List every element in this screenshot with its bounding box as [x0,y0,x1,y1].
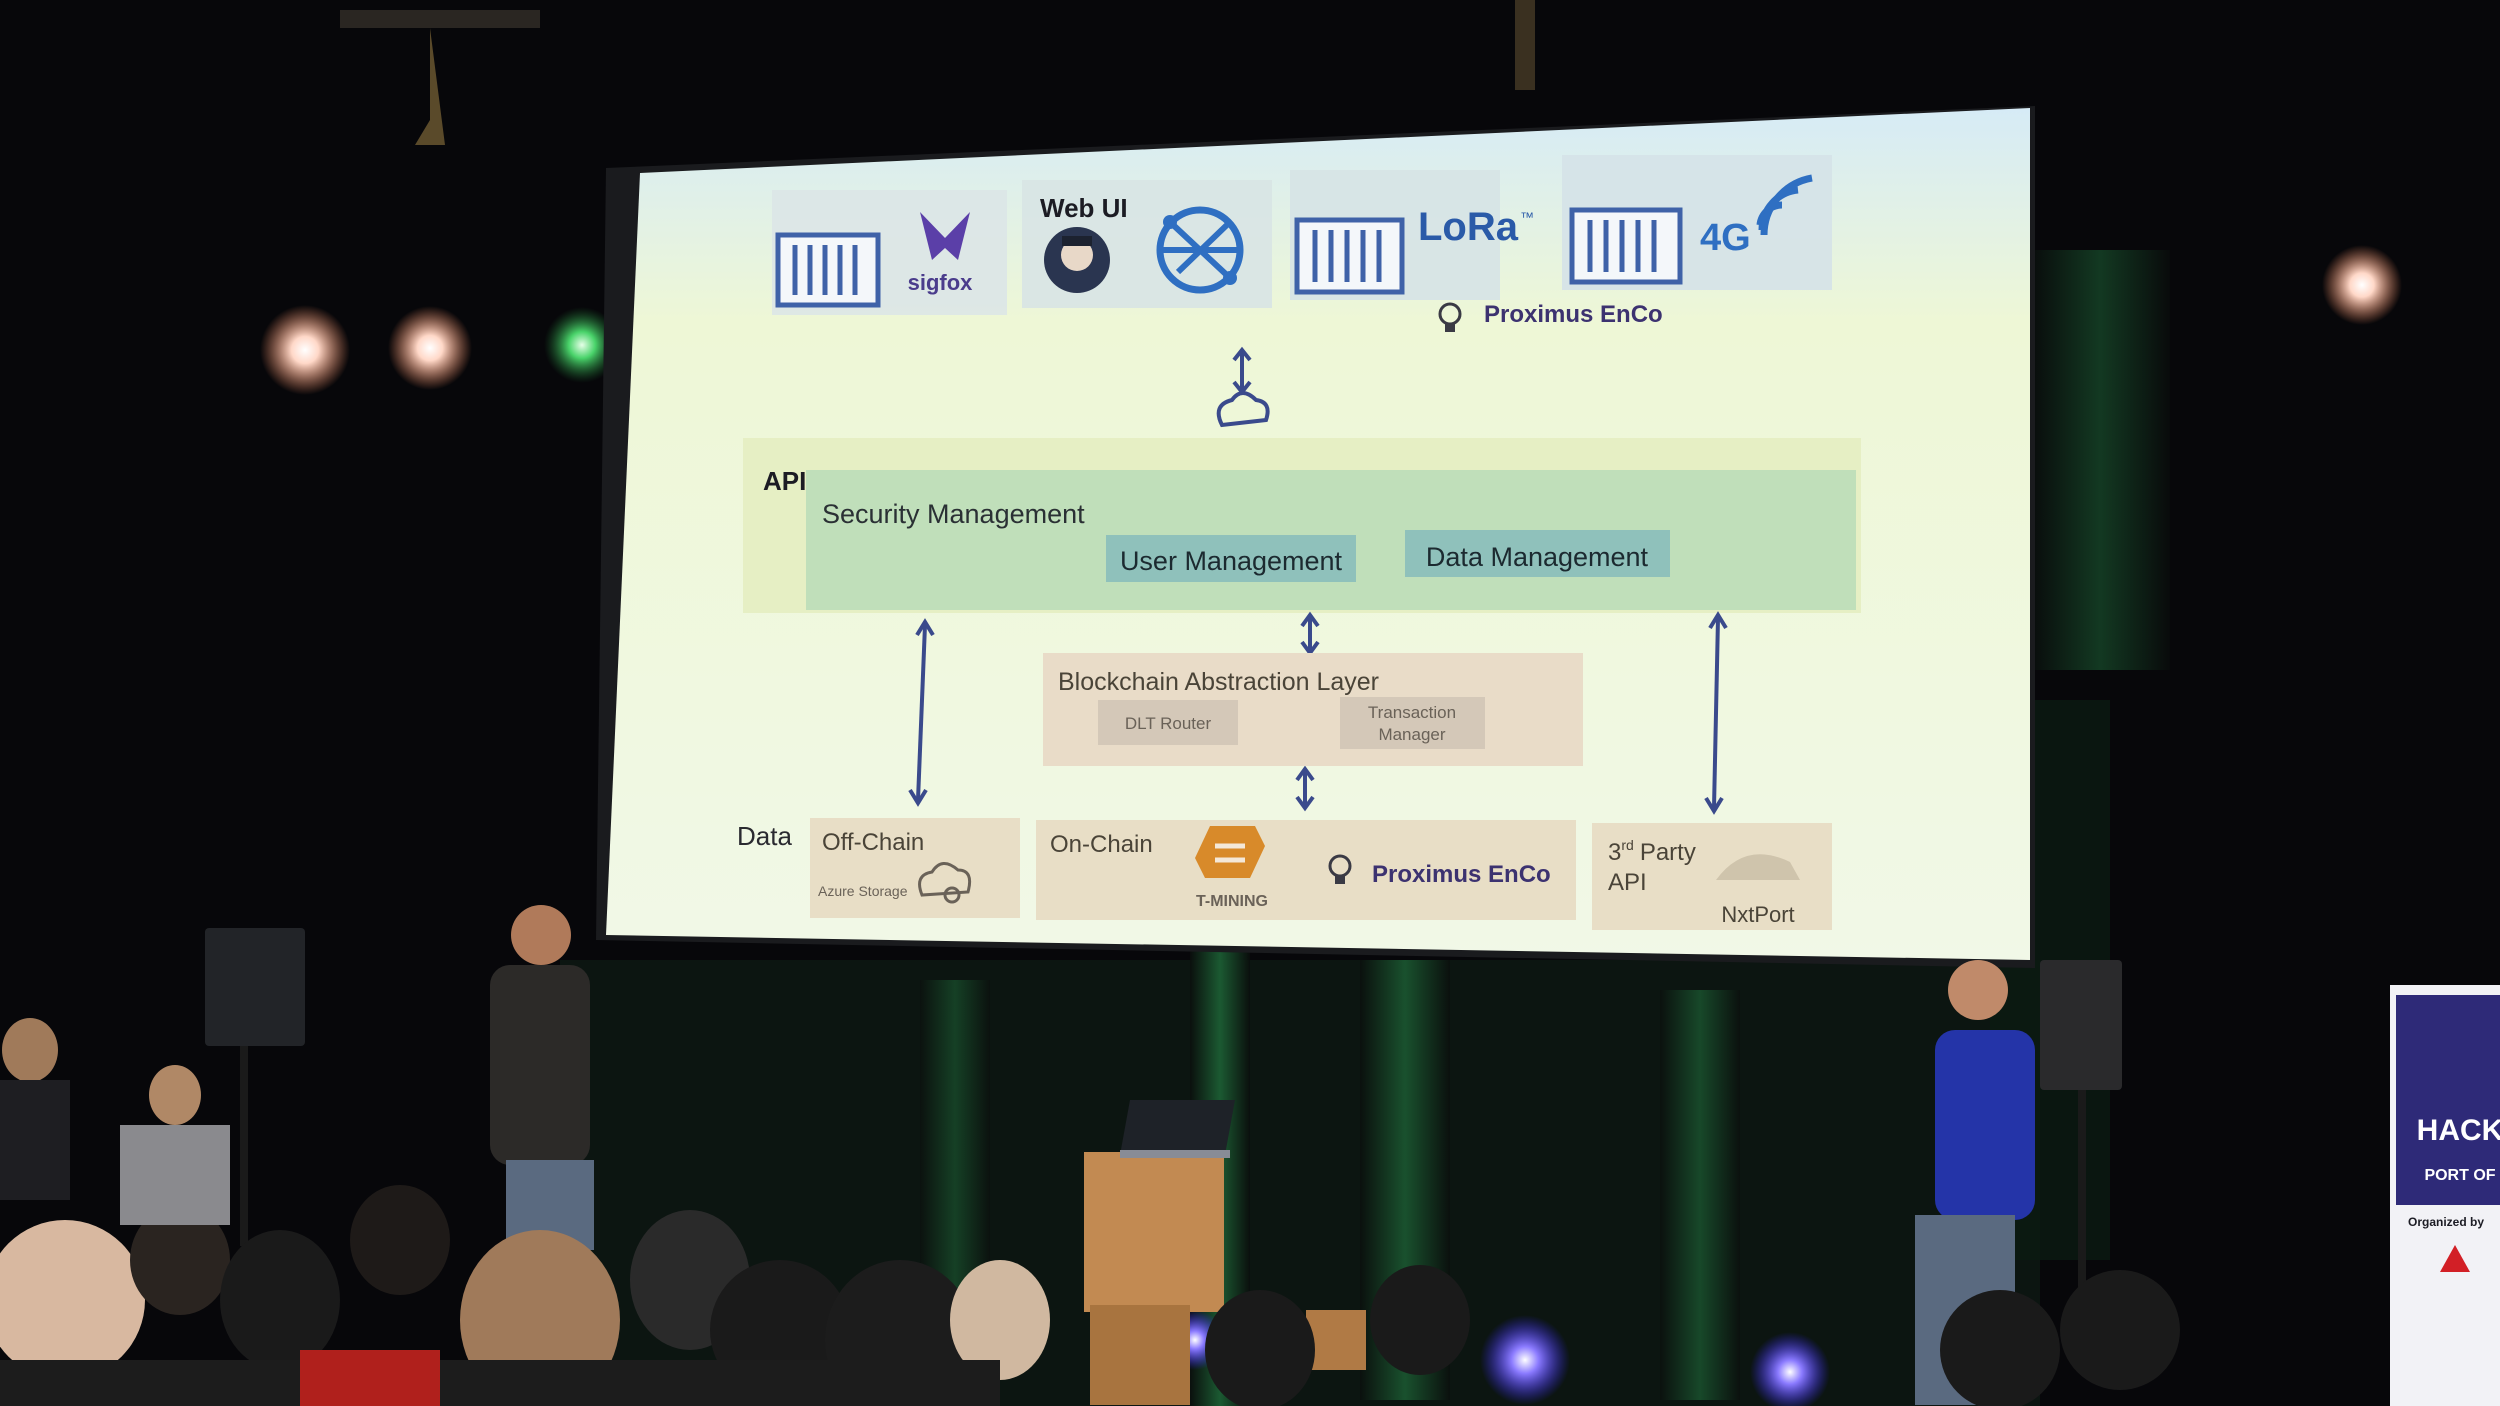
spotlight [388,306,472,390]
third-party-api-label: API [1608,869,1647,896]
floor-light [1480,1315,1570,1405]
api-label: API [763,466,806,496]
banner-text-top: HACK [2417,1114,2500,1147]
container-icon [775,232,881,308]
security-management-label: Security Management [822,499,1085,529]
top-row: sigfox Web UI LoRa ™ [772,155,1832,332]
user-management-label: User Management [1120,546,1343,576]
data-management-label: Data Management [1426,542,1649,572]
tx-manager-line2: Manager [1378,725,1445,744]
blockchain-title: Blockchain Abstraction Layer [1058,668,1379,696]
port-logo-icon [2440,1245,2470,1272]
nxtport-label: NxtPort [1721,902,1794,927]
proximus-bottom-label: Proximus EnCo [1372,861,1551,888]
data-row: Data Off-Chain Azure Storage On-Chain T-… [737,818,1832,930]
cloud-storage-icon [918,862,972,904]
banner-organized-by: Organized by [2408,1215,2484,1229]
container-icon [1294,217,1405,295]
fourg-label: 4G [1700,217,1751,259]
tx-manager-line1: Transaction [1368,703,1456,722]
banner-text-mid: PORT OF [2424,1167,2495,1184]
speaker [205,928,305,1246]
user-management-box [1106,535,1356,582]
lighting-truss [340,0,1535,145]
stage-props [1084,1100,1366,1405]
spotlight [2322,245,2402,325]
sigfox-label: sigfox [908,270,974,295]
on-chain-label: On-Chain [1050,831,1153,858]
green-light [544,307,620,383]
web-ui-label: Web UI [1040,193,1128,223]
floor-light [1750,1332,1830,1406]
globe-network-icon [1156,206,1244,294]
crate-podium [1084,1152,1224,1312]
lightbulb-icon [1328,854,1352,884]
proximus-top-label: Proximus EnCo [1484,301,1663,328]
dlt-router-label: DLT Router [1125,714,1212,733]
api-section: API Security Management User Management … [743,438,1861,613]
bot-avatar-icon [1044,227,1110,293]
event-banner: HACK PORT OF Organized by [2390,985,2500,1406]
tmining-logo-icon [1195,826,1265,878]
on-chain-box [1036,820,1576,920]
container-icon [1569,207,1683,285]
data-management-box [1405,530,1670,577]
flow-arrows [908,611,1728,815]
dlt-router-box [1098,700,1238,745]
sigfox-icon [920,212,970,260]
tx-manager-box [1340,697,1485,749]
lora-tm: ™ [1520,209,1534,225]
signal-waves-icon [1756,174,1813,236]
tmining-label: T-MINING [1196,893,1268,910]
data-label: Data [737,821,792,851]
azure-storage-label: Azure Storage [818,883,908,899]
spotlight [260,305,350,395]
blockchain-layer: Blockchain Abstraction Layer DLT Router … [1043,653,1583,766]
off-chain-label: Off-Chain [822,829,924,856]
curtain [560,250,2170,1406]
cloud-sync-icon [1216,346,1270,428]
laptop [1120,1100,1235,1155]
nxtport-logo-icon [1716,854,1800,880]
speaker [2040,960,2122,1290]
off-chain-box [810,818,1020,918]
lora-label: LoRa [1418,205,1519,249]
lightbulb-icon [1438,302,1462,332]
